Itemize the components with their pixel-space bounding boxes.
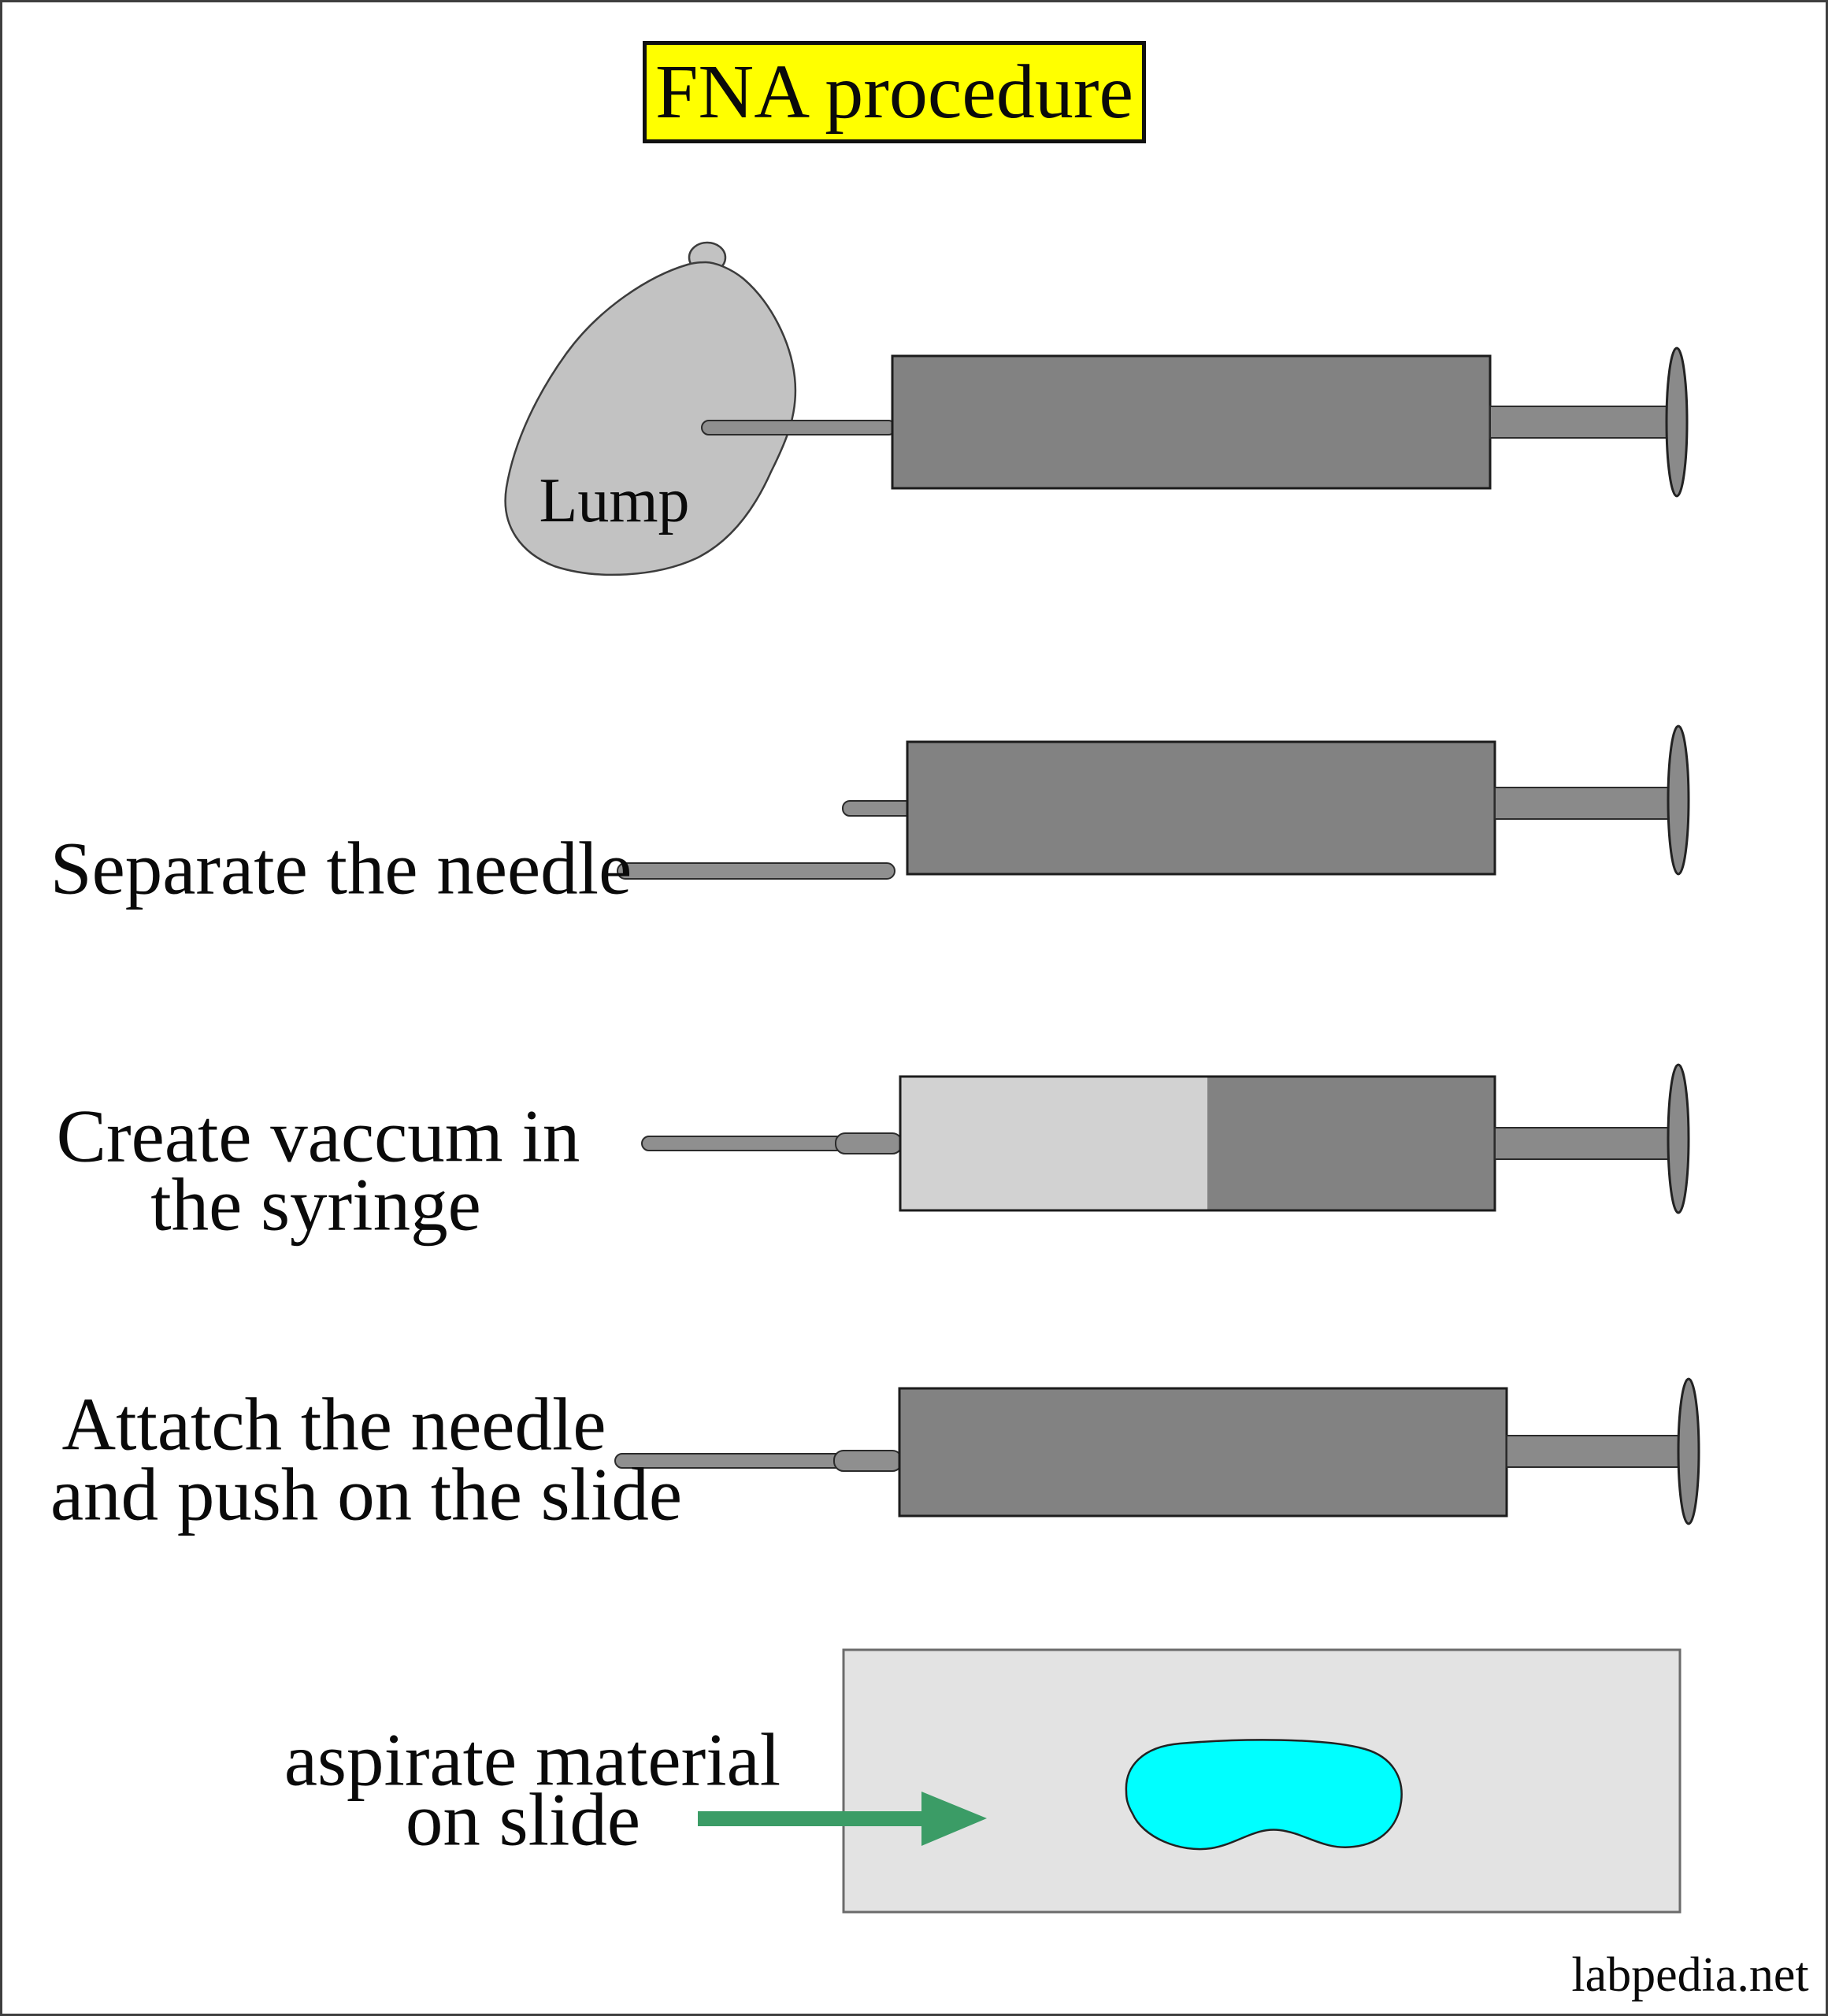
plunger-flange [1667,724,1690,876]
caption-aspirate-line2: on slide [405,1777,641,1862]
lump-label: Lump [539,466,690,536]
caption-aspirate-line1: aspirate material [284,1718,781,1802]
plunger-flange [1677,1377,1700,1525]
syringe-barrel [891,354,1492,490]
needle-hub [835,1132,903,1154]
caption-attach-needle-line1: Attatch the needle [61,1382,606,1466]
step4-attach-needle [614,1377,1700,1525]
syringe-barrel [898,1387,1508,1518]
caption-separate-needle: Separate the needle [50,826,632,910]
aspirate-material-blob [1125,1739,1403,1851]
barrel-vacuum-section [900,1077,1207,1210]
step1-syringe-in-lump [504,241,1689,576]
step3-create-vacuum [641,1063,1690,1214]
detached-needle [617,862,895,880]
plunger-flange [1665,346,1689,498]
syringe-barrel [906,740,1496,876]
arrow-right-icon [698,1792,987,1846]
plunger-rod [1494,787,1669,820]
barrel-plunger-section [1207,1077,1495,1210]
step2-separate-needle [617,724,1690,880]
nozzle-stub [842,800,916,817]
title-box: FNA procedure [643,41,1146,143]
needle [701,420,896,435]
page-title: FNA procedure [655,50,1133,135]
step5-aspirate-on-slide [698,1648,1682,1914]
plunger-rod [1489,406,1669,439]
caption-create-vacuum-line1: Create vaccum in [56,1094,580,1178]
plunger-flange [1667,1063,1690,1214]
caption-attach-needle-line2: and push on the slide [50,1452,683,1536]
plunger-rod [1506,1435,1681,1468]
plunger-rod [1494,1127,1669,1160]
watermark: labpedia.net [1571,1948,1809,2002]
needle-hub [833,1450,903,1472]
lump-shape [504,261,797,576]
caption-create-vacuum-line2: the syringe [150,1162,481,1247]
